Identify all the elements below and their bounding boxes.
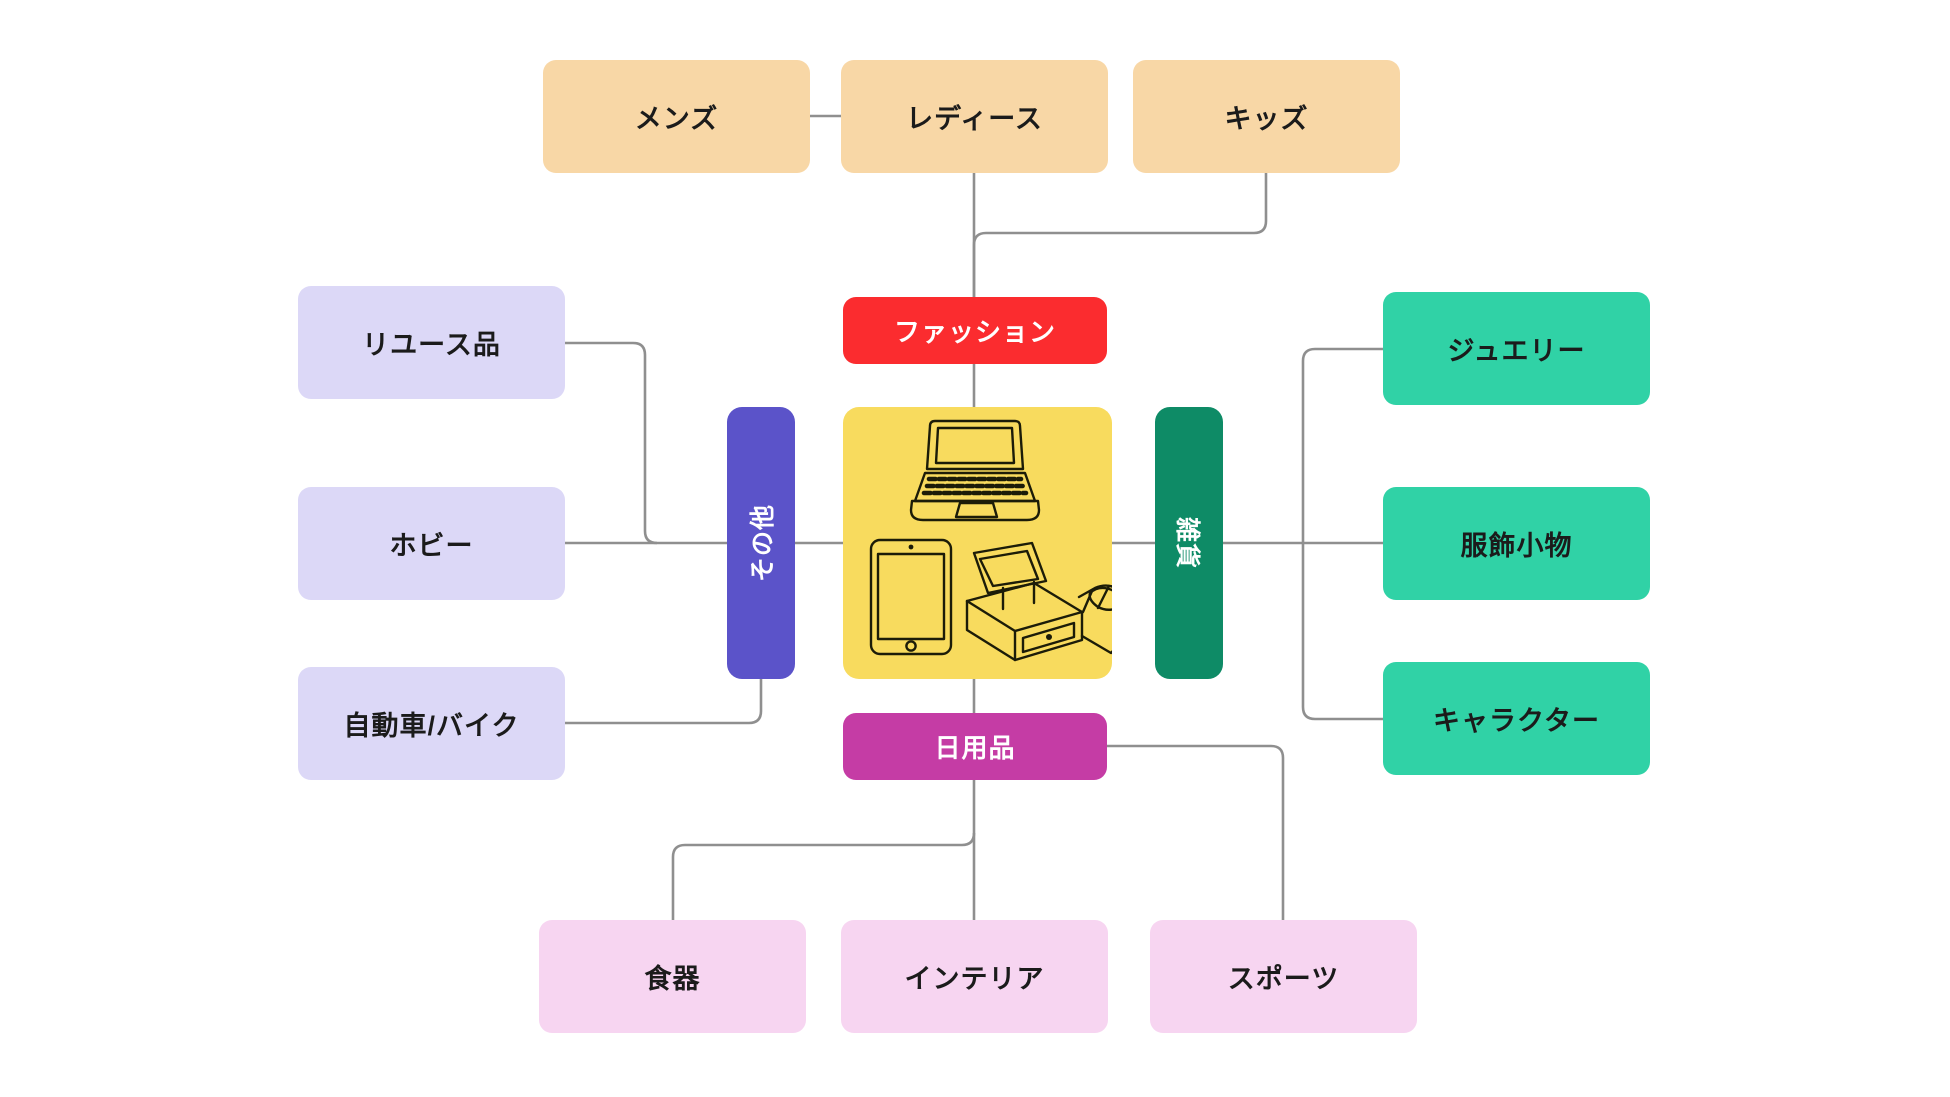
node-hobby[interactable]: ホビー [298, 487, 565, 600]
node-other-label: その他 [749, 503, 778, 583]
node-fashion[interactable]: ファッション [843, 297, 1107, 364]
node-zakka-label: 雑貨 [1172, 516, 1201, 570]
tablet-icon [869, 538, 953, 656]
node-mens[interactable]: メンズ [543, 60, 810, 173]
node-kids[interactable]: キッズ [1133, 60, 1400, 173]
edge-kids-fashion [972, 173, 1268, 297]
node-zakka[interactable]: 雑貨 [1155, 407, 1223, 679]
node-sports[interactable]: スポーツ [1150, 920, 1417, 1033]
edge-zakka-jewelry-character [1301, 347, 1383, 721]
edge-carsbikes-other [565, 679, 763, 725]
node-ladies[interactable]: レディース [841, 60, 1108, 173]
edge-daily-tableware [671, 832, 976, 920]
node-interior[interactable]: インテリア [841, 920, 1108, 1033]
node-daily-goods[interactable]: 日用品 [843, 713, 1107, 780]
laptop-icon [909, 419, 1041, 522]
node-fashion-accessories[interactable]: 服飾小物 [1383, 487, 1650, 600]
pos-register-icon [965, 541, 1112, 662]
node-cars-bikes[interactable]: 自動車/バイク [298, 667, 565, 780]
node-reuse-items[interactable]: リユース品 [298, 286, 565, 399]
node-jewelry[interactable]: ジュエリー [1383, 292, 1650, 405]
edge-reuse-other [565, 341, 658, 545]
node-character-goods[interactable]: キャラクター [1383, 662, 1650, 775]
node-tableware[interactable]: 食器 [539, 920, 806, 1033]
edge-daily-sports [1107, 744, 1285, 920]
node-center-devices[interactable] [843, 407, 1112, 679]
node-other[interactable]: その他 [727, 407, 795, 679]
device-icons [869, 419, 1112, 662]
